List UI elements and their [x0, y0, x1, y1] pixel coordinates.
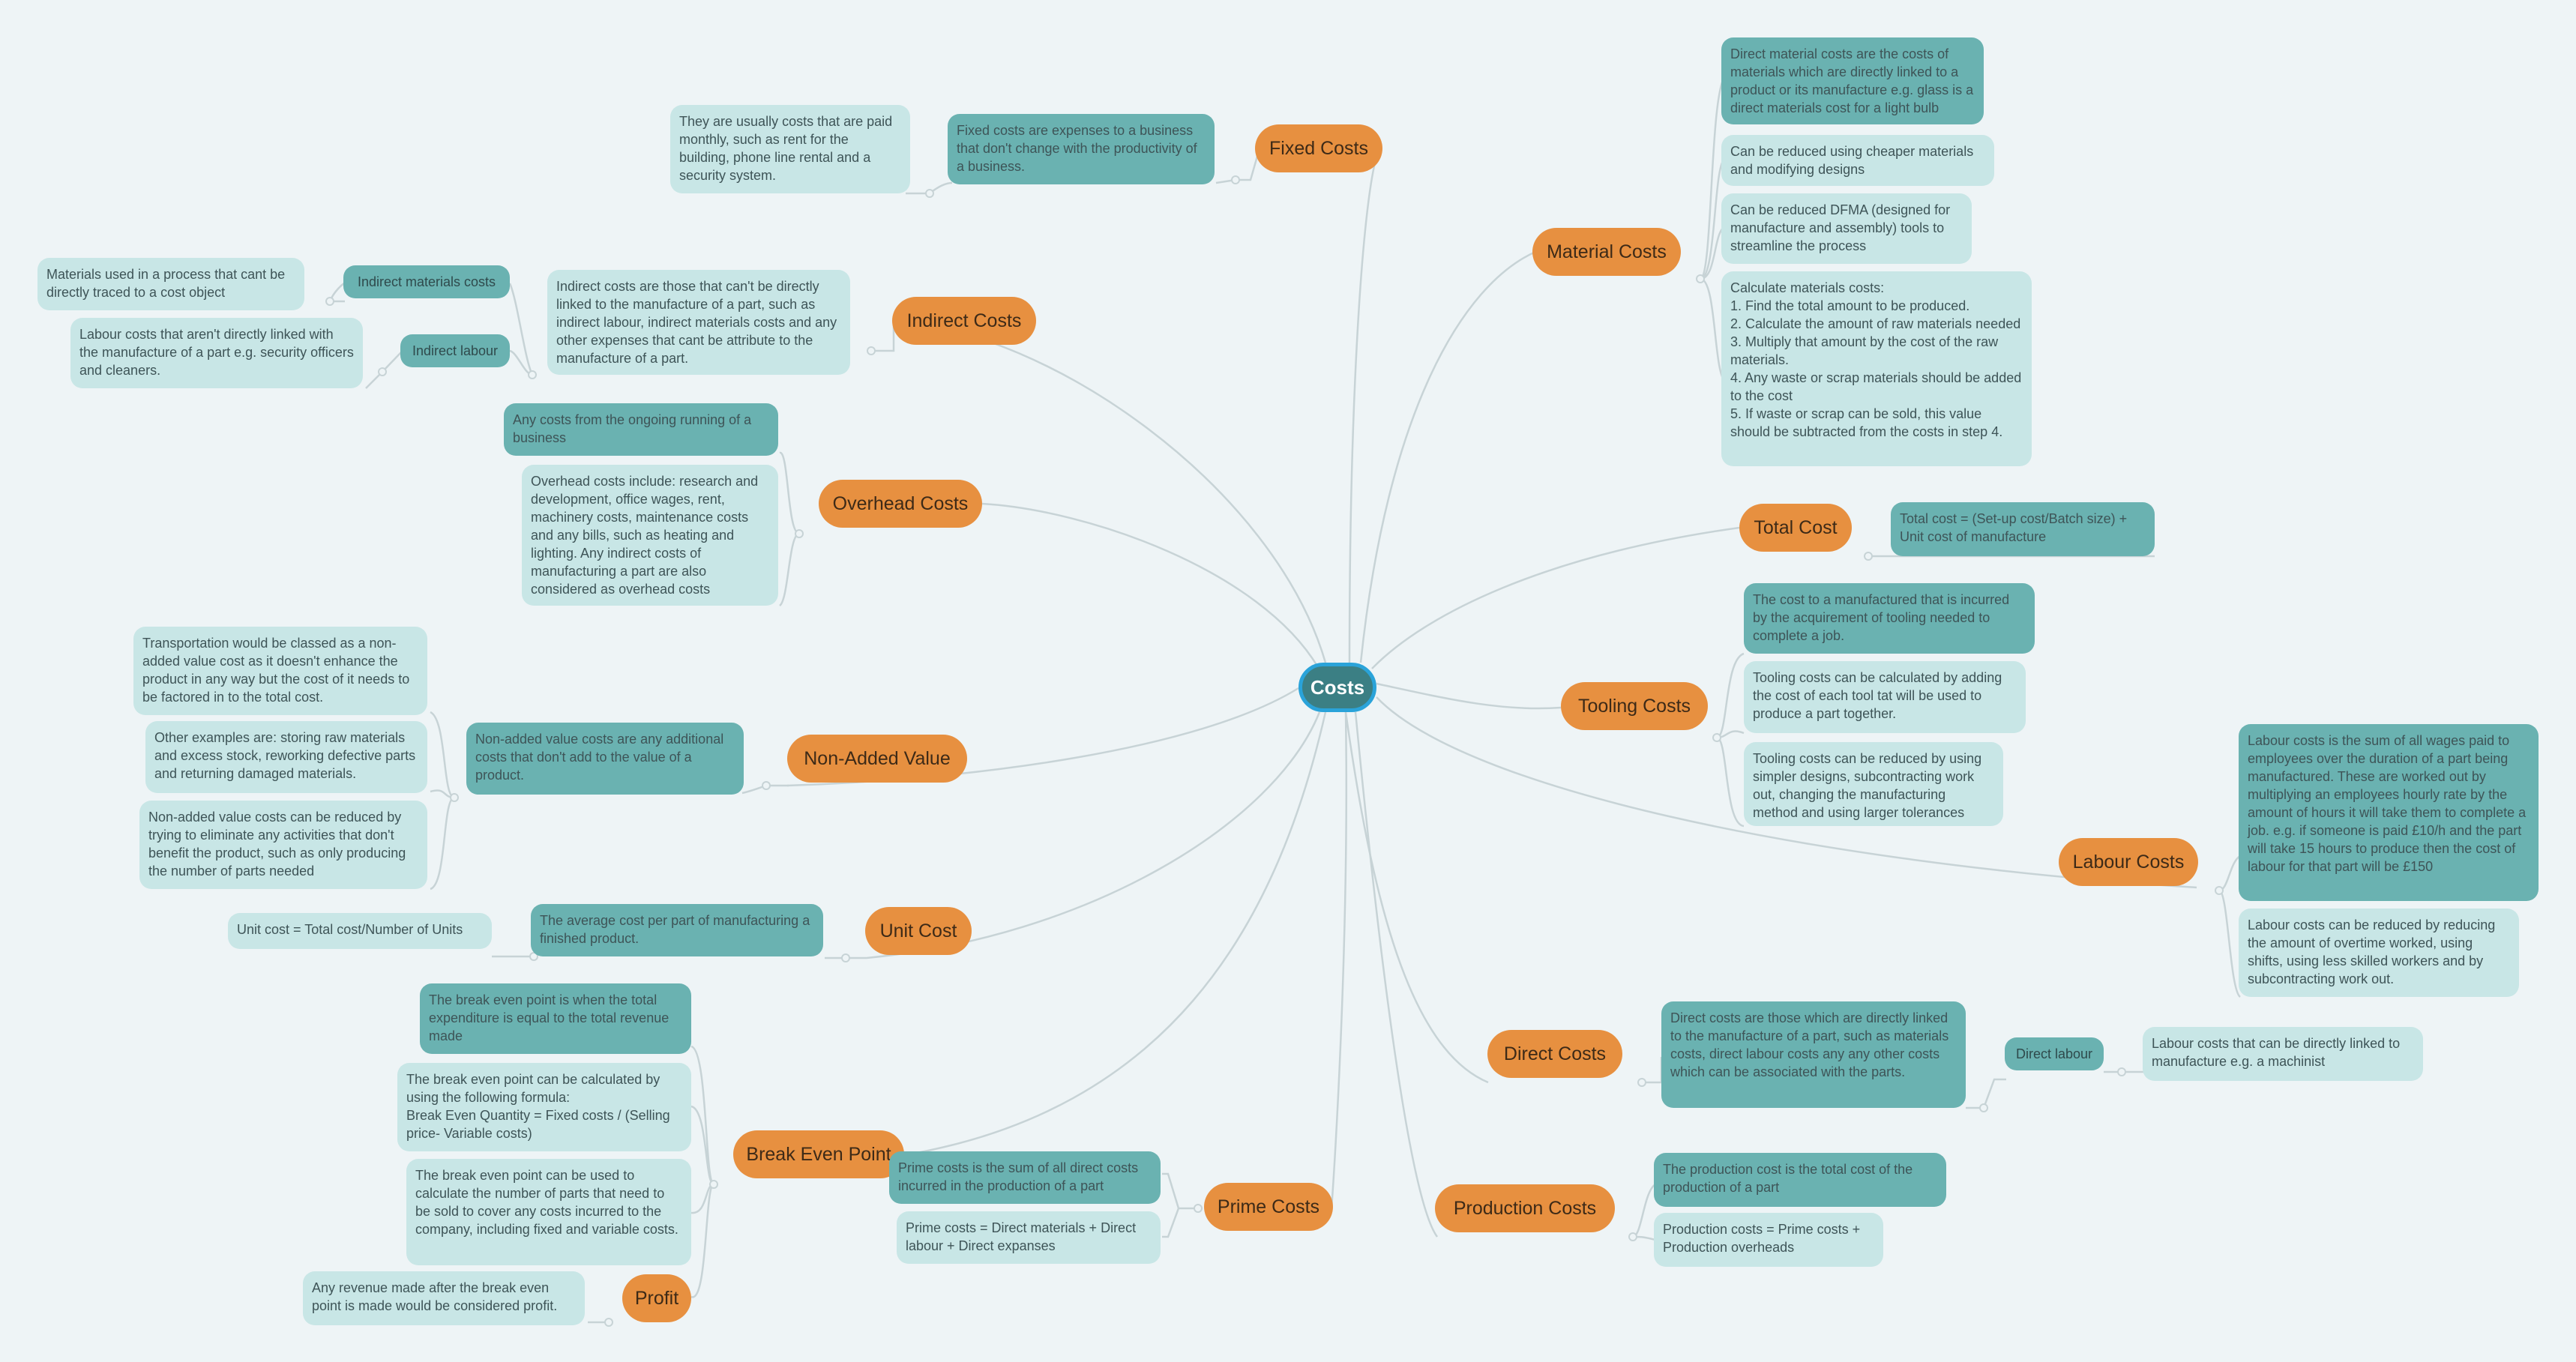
note-fixed-definition: Fixed costs are expenses to a business t…	[948, 114, 1215, 184]
topic-tooling-costs[interactable]: Tooling Costs	[1561, 682, 1708, 730]
link-production-notes	[1632, 1183, 1656, 1241]
note-material-calc-line: 5. If waste or scrap can be sold, this v…	[1730, 406, 2003, 439]
note-material-reduce-cheaper: Can be reduced using cheaper materials a…	[1721, 135, 1994, 186]
topic-indirect-costs[interactable]: Indirect Costs	[892, 297, 1036, 345]
link-material-notes	[1699, 74, 1727, 384]
link-center-total	[1371, 526, 1740, 669]
note-non-added-examples: Other examples are: storing raw material…	[145, 721, 427, 793]
link-center-overhead	[981, 502, 1319, 668]
note-tooling-reduction: Tooling costs can be reduced by using si…	[1744, 742, 2003, 826]
note-total-formula: Total cost = (Set-up cost/Batch size) + …	[1891, 502, 2155, 556]
link-center-tooling	[1376, 682, 1562, 710]
link-unit-chain	[492, 955, 867, 959]
subtopic-indirect-materials[interactable]: Indirect materials costs	[343, 265, 510, 298]
note-break-even-usage: The break even point can be used to calc…	[406, 1159, 691, 1265]
note-labour-reduction: Labour costs can be reduced by reducing …	[2239, 908, 2519, 997]
note-production-formula: Production costs = Prime costs + Product…	[1654, 1213, 1883, 1267]
note-overhead-examples: Overhead costs include: research and dev…	[522, 465, 778, 606]
subtopic-direct-labour[interactable]: Direct labour	[2005, 1037, 2104, 1070]
note-tooling-calculation: Tooling costs can be calculated by addin…	[1744, 661, 2026, 733]
topic-overhead-costs[interactable]: Overhead Costs	[819, 480, 982, 528]
note-break-even-formula-line: Break Even Quantity = Fixed costs / (Sel…	[406, 1108, 670, 1141]
note-material-calculate: Calculate materials costs: 1. Find the t…	[1721, 271, 2032, 466]
note-non-added-transportation: Transportation would be classed as a non…	[133, 627, 427, 715]
note-prime-formula: Prime costs = Direct materials + Direct …	[897, 1211, 1161, 1264]
link-center-breakeven	[908, 711, 1327, 1156]
note-non-added-reduction: Non-added value costs can be reduced by …	[139, 801, 427, 889]
note-material-reduce-dfma: Can be reduced DFMA (designed for manufa…	[1721, 193, 1972, 264]
topic-total-cost[interactable]: Total Cost	[1739, 504, 1852, 552]
note-labour-definition: Labour costs is the sum of all wages pai…	[2239, 724, 2539, 901]
topic-non-added-value[interactable]: Non-Added Value	[787, 735, 967, 783]
note-indirect-labour: Labour costs that aren't directly linked…	[70, 318, 363, 388]
note-break-even-definition: The break even point is when the total e…	[420, 983, 691, 1054]
note-break-even-formula: The break even point can be calculated b…	[397, 1063, 691, 1151]
link-labour-notes	[2218, 855, 2241, 998]
note-material-calc-line: 4. Any waste or scrap materials should b…	[1730, 370, 2022, 403]
link-nonadded-notes	[430, 711, 455, 891]
topic-break-even-point[interactable]: Break Even Point	[733, 1130, 904, 1178]
link-breakeven-notes	[690, 1045, 715, 1298]
note-break-even-formula-line: The break even point can be calculated b…	[406, 1072, 660, 1105]
link-prime-notes	[1162, 1172, 1198, 1238]
topic-labour-costs[interactable]: Labour Costs	[2059, 838, 2198, 886]
link-overhead-notes	[778, 451, 800, 607]
topic-fixed-costs[interactable]: Fixed Costs	[1255, 124, 1382, 172]
note-material-definition: Direct material costs are the costs of m…	[1721, 37, 1984, 124]
note-indirect-materials: Materials used in a process that cant be…	[37, 258, 304, 310]
link-indirect-1	[871, 319, 895, 352]
link-center-labour	[1376, 696, 2197, 889]
note-material-calc-line: Calculate materials costs:	[1730, 280, 1885, 295]
link-center-production	[1354, 711, 1439, 1238]
note-material-calc-line: 2. Calculate the amount of raw materials…	[1730, 316, 2021, 331]
note-unit-definition: The average cost per part of manufacturi…	[531, 904, 823, 956]
note-profit-definition: Any revenue made after the break even po…	[303, 1271, 585, 1325]
central-topic-costs[interactable]: Costs	[1298, 663, 1376, 712]
topic-production-costs[interactable]: Production Costs	[1435, 1184, 1615, 1232]
topic-prime-costs[interactable]: Prime Costs	[1204, 1183, 1333, 1231]
note-direct-labour: Labour costs that can be directly linked…	[2143, 1027, 2423, 1081]
link-tooling-notes	[1716, 652, 1745, 828]
note-direct-definition: Direct costs are those which are directl…	[1661, 1001, 1966, 1108]
link-center-fixed	[1348, 148, 1381, 663]
link-center-material	[1359, 250, 1536, 663]
link-center-prime	[1330, 711, 1348, 1209]
link-center-direct	[1344, 711, 1489, 1084]
note-overhead-definition: Any costs from the ongoing running of a …	[504, 403, 778, 456]
topic-unit-cost[interactable]: Unit Cost	[865, 907, 972, 955]
note-unit-formula: Unit cost = Total cost/Number of Units	[228, 913, 492, 949]
note-non-added-definition: Non-added value costs are any additional…	[466, 723, 744, 795]
note-material-calc-line: 1. Find the total amount to be produced.	[1730, 298, 1970, 313]
note-production-definition: The production cost is the total cost of…	[1654, 1153, 1946, 1207]
link-indirect-subs	[508, 283, 534, 376]
note-material-calc-line: 3. Multiply that amount by the cost of t…	[1730, 334, 1999, 367]
note-indirect-definition: Indirect costs are those that can't be d…	[547, 270, 850, 375]
topic-direct-costs[interactable]: Direct Costs	[1487, 1030, 1622, 1078]
note-prime-definition: Prime costs is the sum of all direct cos…	[889, 1151, 1161, 1204]
topic-material-costs[interactable]: Material Costs	[1532, 228, 1681, 276]
note-fixed-examples: They are usually costs that are paid mon…	[670, 105, 910, 193]
subtopic-indirect-labour[interactable]: Indirect labour	[400, 334, 510, 367]
note-tooling-definition: The cost to a manufactured that is incur…	[1744, 583, 2035, 654]
topic-profit[interactable]: Profit	[622, 1274, 691, 1322]
